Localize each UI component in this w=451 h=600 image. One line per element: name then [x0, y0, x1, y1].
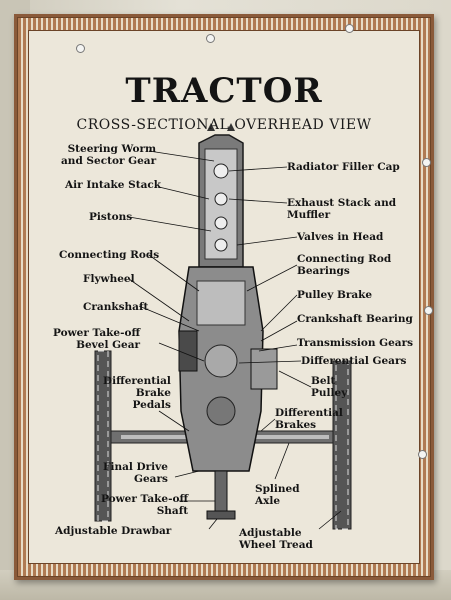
piston-2 — [214, 238, 228, 252]
label-flywheel: Flywheel — [83, 273, 135, 285]
flywheel — [178, 330, 198, 372]
label-pulley-brake: Pulley Brake — [297, 289, 373, 301]
leader-lines — [128, 150, 342, 530]
poster-title: TRACTOR — [125, 71, 323, 111]
final-drive-gears — [206, 396, 236, 426]
radiator-filler-cap — [213, 163, 229, 179]
mounting-pin — [345, 24, 354, 33]
label-valves-in-head: Valves in Head — [297, 231, 384, 243]
adjustable-drawbar — [206, 510, 236, 520]
label-differential-brakes: Differential Brakes — [275, 407, 343, 431]
label-crankshaft-bearing: Crankshaft Bearing — [297, 313, 413, 325]
label-final-drive-gears: Final Drive Gears — [103, 461, 168, 485]
label-crankshaft: Crankshaft — [83, 301, 149, 313]
exhaust-stack — [214, 192, 228, 206]
belt-pulley — [250, 348, 278, 390]
label-radiator-filler-cap: Radiator Filler Cap — [287, 161, 400, 173]
label-pto-bevel-gear: Power Take-off Bevel Gear — [53, 327, 141, 351]
differential-gears — [204, 344, 238, 378]
crankcase — [196, 280, 246, 326]
poster-inner-panel: TRACTOR CROSS-SECTIONAL OVERHEAD VIEW St… — [28, 30, 420, 564]
mounting-pin — [76, 44, 85, 53]
label-conrod-bearings: Connecting Rod Bearings — [297, 253, 392, 277]
piston-1 — [214, 216, 228, 230]
label-differential-brake-pedals: Differential Brake Pedals — [103, 375, 171, 411]
poster-subtitle: CROSS-SECTIONAL OVERHEAD VIEW — [76, 117, 372, 133]
power-takeoff-shaft — [214, 470, 228, 516]
tractor-cross-section-diagram — [94, 123, 352, 530]
front-steering-yoke — [207, 123, 235, 131]
left-wheel-tread — [97, 350, 109, 522]
mounting-pin — [206, 34, 215, 43]
right-wheel-tread — [335, 360, 349, 530]
mounting-pin — [422, 158, 431, 167]
label-adjustable-wheel-tread: Adjustable Wheel Tread — [239, 527, 313, 551]
label-splined-axle: Splined Axle — [255, 483, 300, 507]
label-exhaust-stack: Exhaust Stack and Muffler — [287, 197, 397, 221]
label-air-intake: Air Intake Stack — [65, 179, 162, 191]
label-differential-gears: Differential Gears — [301, 355, 407, 367]
label-belt-pulley: Belt Pulley — [311, 375, 348, 399]
label-pistons: Pistons — [89, 211, 133, 223]
tractor-poster: TRACTOR CROSS-SECTIONAL OVERHEAD VIEW St… — [14, 14, 434, 580]
label-pto-shaft: Power Take-off Shaft — [101, 493, 189, 517]
label-connecting-rods: Connecting Rods — [59, 249, 160, 261]
mounting-pin — [424, 306, 433, 315]
mounting-pin — [418, 450, 427, 459]
label-adjustable-drawbar: Adjustable Drawbar — [55, 525, 172, 537]
label-transmission-gears: Transmission Gears — [297, 337, 414, 349]
label-steering-worm: Steering Worm and Sector Gear — [61, 143, 157, 167]
